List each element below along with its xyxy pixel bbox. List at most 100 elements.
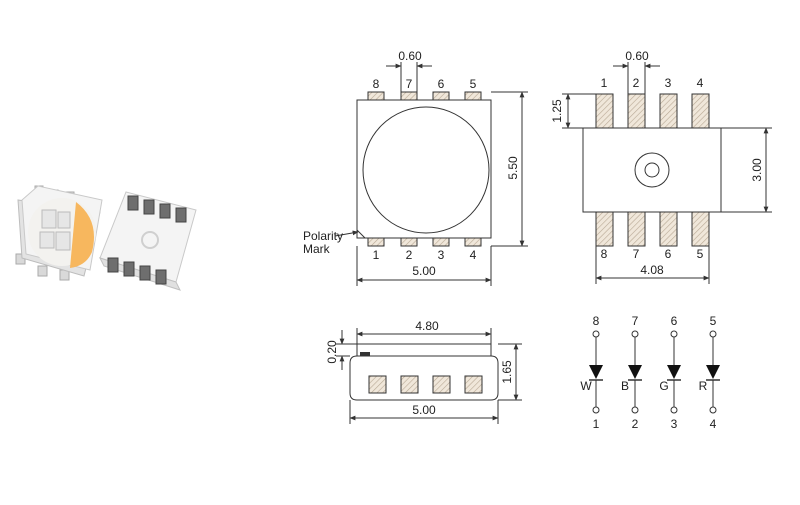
top-view-pad <box>367 237 385 247</box>
channel-color-label: W <box>580 379 592 393</box>
top-view <box>334 62 528 286</box>
back-pad <box>127 195 139 211</box>
bottom-pitch-dim: 0.60 <box>625 49 649 63</box>
side-top-width-dim: 4.80 <box>415 319 439 333</box>
diode-icon <box>667 365 681 379</box>
pin-label: 8 <box>601 247 608 261</box>
schematic-bottom-pin: 3 <box>671 417 678 431</box>
bottom-view-pad <box>595 211 614 247</box>
pin-label: 1 <box>601 76 608 90</box>
terminal-circle <box>631 330 639 338</box>
bottom-view-pad <box>691 93 710 129</box>
back-pad <box>159 203 171 219</box>
led-dome-yellow <box>70 202 94 268</box>
side-view-top <box>356 343 492 356</box>
bottom-view-pad <box>627 211 646 247</box>
side-view-pad <box>464 375 483 394</box>
side-view <box>336 328 522 424</box>
top-view-pad <box>432 237 450 247</box>
bottom-view-pad <box>659 93 678 129</box>
schematic-top-pin: 8 <box>593 314 600 328</box>
schematic-top-pin: 5 <box>710 314 717 328</box>
diode-icon <box>706 365 720 379</box>
schematic-top-pin: 6 <box>671 314 678 328</box>
bottom-view-pad <box>595 93 614 129</box>
schematic-top-pin: 7 <box>632 314 639 328</box>
channel-color-label: R <box>699 379 708 393</box>
top-width-dim: 5.00 <box>412 264 436 278</box>
top-view-pad <box>432 91 450 101</box>
top-pitch-dim: 0.60 <box>398 49 422 63</box>
bottom-view-pad <box>627 93 646 129</box>
channel-color-label: G <box>659 379 668 393</box>
bottom-height-dim: 3.00 <box>750 158 764 182</box>
bottom-view <box>562 62 772 284</box>
terminal-circle <box>631 406 639 414</box>
back-pad <box>123 261 135 277</box>
terminal-circle <box>709 330 717 338</box>
terminal-circle <box>592 406 600 414</box>
pad-length-dim: 1.25 <box>550 99 564 123</box>
pin-label: 7 <box>633 247 640 261</box>
polarity-label-line1: Polarity <box>303 229 343 243</box>
pin-label: 7 <box>406 77 413 91</box>
side-view-body <box>349 355 499 401</box>
top-view-body <box>356 99 492 239</box>
bottom-view-ring-inner <box>644 162 660 178</box>
side-view-labels: 4.80 0.20 1.65 5.00 <box>325 319 514 417</box>
side-height-dim: 1.65 <box>500 360 514 384</box>
schematic-bottom-pin: 1 <box>593 417 600 431</box>
top-view-pad <box>464 237 482 247</box>
side-view-pad <box>432 375 451 394</box>
pin-label: 2 <box>406 248 413 262</box>
bottom-view-labels: 0.60 1 2 3 4 8 7 6 5 1.25 3.00 4.08 <box>550 49 764 277</box>
pin-label: 3 <box>665 76 672 90</box>
pin-label: 5 <box>470 77 477 91</box>
back-polarity-ring <box>141 231 159 249</box>
terminal-circle <box>592 330 600 338</box>
top-view-pad <box>464 91 482 101</box>
bottom-view-ring-outer <box>634 152 670 188</box>
top-height-dim: 5.50 <box>506 156 520 180</box>
back-pad <box>107 257 119 273</box>
side-step-dim: 0.20 <box>325 340 339 364</box>
pin-label: 8 <box>373 77 380 91</box>
terminal-circle <box>670 406 678 414</box>
pin-label: 6 <box>438 77 445 91</box>
pin-label: 3 <box>438 248 445 262</box>
top-view-lens <box>362 106 490 234</box>
chip-segment <box>55 231 71 251</box>
channel-color-label: B <box>621 379 629 393</box>
pin-label: 5 <box>697 247 704 261</box>
polarity-label-line2: Mark <box>303 242 331 256</box>
diode-icon <box>589 365 603 379</box>
schematic: 8W 1 7B 2 6G 3 5R 4 <box>580 314 720 431</box>
back-pad <box>175 207 187 223</box>
led-photo <box>15 185 197 291</box>
chip-segment <box>39 231 55 249</box>
pin-label: 2 <box>633 76 640 90</box>
bottom-view-pad <box>659 211 678 247</box>
diode-icon <box>628 365 642 379</box>
schematic-bottom-pin: 2 <box>632 417 639 431</box>
schematic-bottom-pin: 4 <box>710 417 717 431</box>
top-view-pad <box>400 91 418 101</box>
lead-tab <box>37 265 48 277</box>
pin-label: 6 <box>665 247 672 261</box>
side-width-dim: 5.00 <box>412 403 436 417</box>
back-pad <box>155 269 167 285</box>
top-view-labels: 0.60 8 7 6 5 1 2 3 4 5.50 5.00 Polarity … <box>303 49 520 278</box>
bottom-view-pad <box>691 211 710 247</box>
chip-segment <box>57 211 71 229</box>
side-view-step <box>360 352 370 356</box>
led-front-package <box>15 185 103 281</box>
bottom-view-body <box>582 127 722 213</box>
terminal-circle <box>709 406 717 414</box>
pin-label: 4 <box>697 76 704 90</box>
back-pad <box>143 199 155 215</box>
top-view-pad <box>400 237 418 247</box>
side-view-pad <box>400 375 419 394</box>
led-back-package <box>99 191 197 291</box>
